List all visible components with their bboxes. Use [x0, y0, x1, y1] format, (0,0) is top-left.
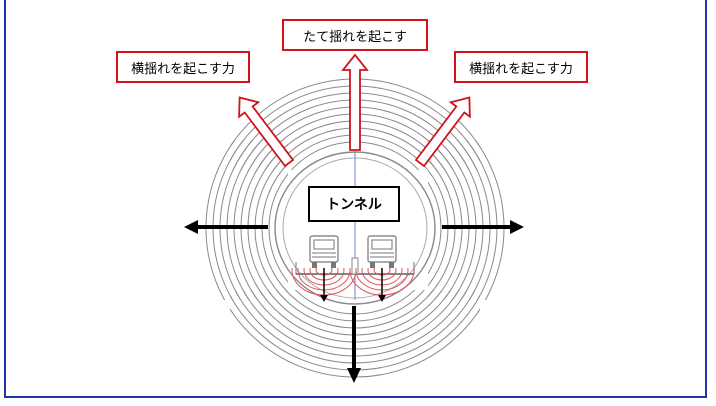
vertical-sway-label: たて揺れを起こす [282, 19, 428, 51]
left-lateral-sway-arrow [238, 96, 295, 168]
left-lateral-sway-label: 横揺れを起こす力 [116, 51, 250, 83]
diagram-frame [4, 0, 707, 398]
wave-arc [428, 181, 442, 275]
truck-left-down-arrow [320, 268, 328, 302]
truck-right [367, 235, 397, 268]
left-force-arrow [184, 220, 268, 234]
right-lateral-sway-arrow [414, 96, 471, 168]
truck-right-down-arrow [378, 268, 386, 302]
truck-left [309, 235, 339, 268]
median-divider [351, 257, 359, 275]
down-force-arrow [347, 306, 361, 383]
tunnel-label: トンネル [308, 186, 400, 222]
wave-arc [268, 173, 288, 283]
right-lateral-sway-label: 横揺れを起こす力 [454, 51, 588, 83]
right-force-arrow [442, 220, 524, 234]
vertical-sway-arrow [341, 53, 369, 151]
